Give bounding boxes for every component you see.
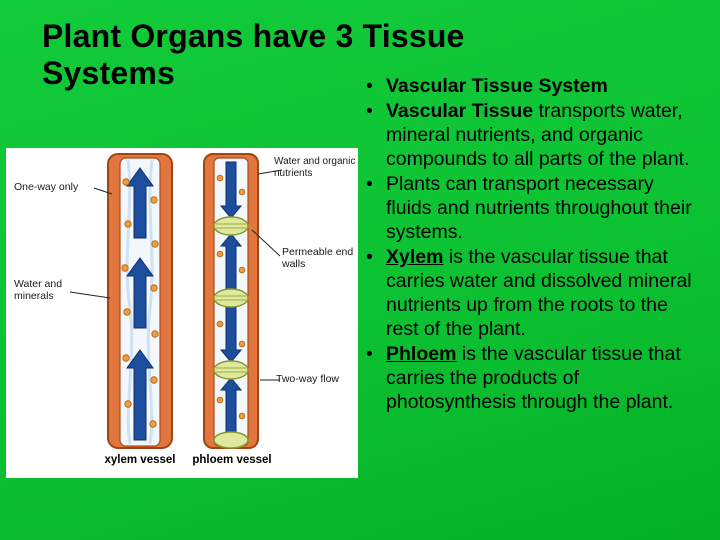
- bullet-item-phloem: Phloem is the vascular tissue that carri…: [364, 342, 702, 414]
- bullet-item-vascular-system: Vascular Tissue System: [364, 74, 702, 98]
- vessels-illustration: [69, 153, 283, 449]
- bullet-text: transports water, mineral nutrients, and…: [386, 100, 690, 170]
- bullet-lead: Phloem: [386, 343, 457, 365]
- page-title-line2: Systems: [42, 55, 176, 92]
- page-title: Plant Organs have 3 Tissue Systems: [42, 18, 465, 93]
- phloem-vessel-caption: phloem vessel: [192, 454, 272, 466]
- bullet-text: Plants can transport necessary fluids an…: [386, 173, 692, 243]
- bullet-item-vascular-transports: Vascular Tissue transports water, minera…: [364, 99, 702, 171]
- label-permeable-end-walls: Permeable end walls: [282, 246, 354, 271]
- bullet-item-xylem: Xylem is the vascular tissue that carrie…: [364, 245, 702, 341]
- bullet-item-plants-transport: Plants can transport necessary fluids an…: [364, 172, 702, 244]
- bullet-lead: Vascular Tissue System: [386, 75, 608, 97]
- bullet-lead: Vascular Tissue: [386, 100, 534, 122]
- sieve-plates: [213, 216, 249, 449]
- page-title-line1: Plant Organs have 3 Tissue: [42, 18, 465, 54]
- label-water-and-minerals: Water and minerals: [14, 278, 63, 303]
- bullet-lead: Xylem: [386, 246, 444, 268]
- xylem-vessel-caption: xylem vessel: [104, 454, 176, 466]
- diagram-panel: Water and organic nutrients One-way only…: [6, 148, 358, 478]
- bullet-list: Vascular Tissue System Vascular Tissue t…: [364, 74, 702, 415]
- label-water-organic-nutrients: Water and organic nutrients: [274, 156, 356, 179]
- xylem-vessel-graphic: [107, 153, 173, 449]
- bullet-text: is the vascular tissue that carries wate…: [386, 246, 692, 340]
- callout-lines: [69, 169, 283, 381]
- phloem-vessel-graphic: [203, 153, 259, 449]
- label-two-way-flow: Two-way flow: [276, 373, 340, 385]
- label-one-way-only: One-way only: [14, 181, 79, 193]
- bullet-text: is the vascular tissue that carries the …: [386, 343, 681, 413]
